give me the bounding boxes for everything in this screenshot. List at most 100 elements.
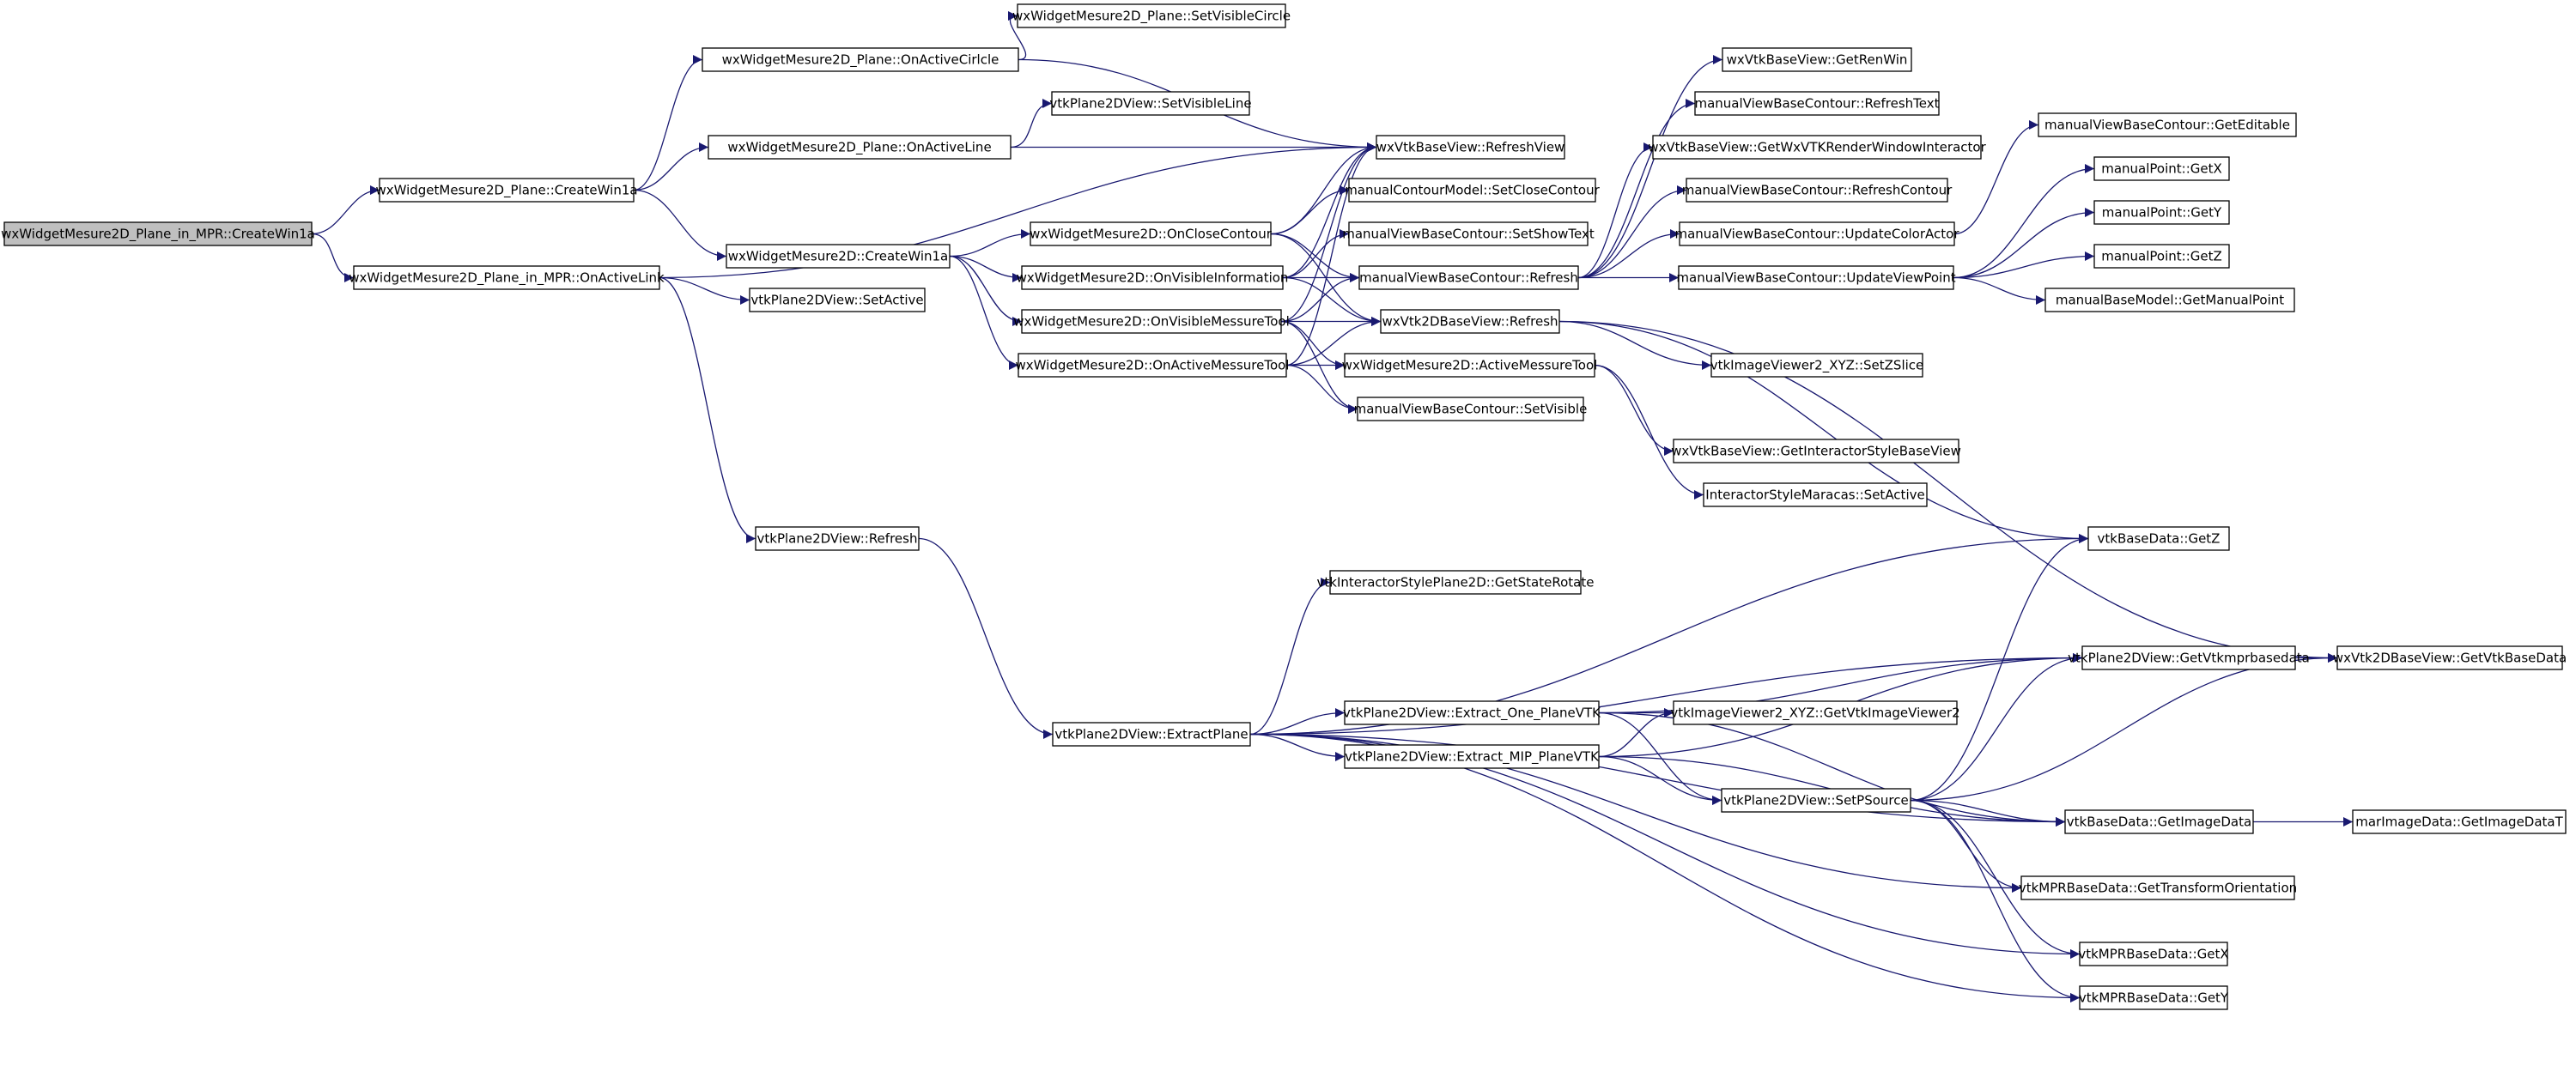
node-interactorstylemaracas-setactive[interactable]: InteractorStyleMaracas::SetActive (1703, 482, 1928, 507)
node-box[interactable] (1021, 309, 1282, 334)
node-vtkplane2dview-setpsource[interactable]: vtkPlane2DView::SetPSource (1721, 788, 1911, 813)
node-box[interactable] (1052, 722, 1251, 747)
node-box[interactable] (2093, 156, 2230, 181)
node-vtkplane2dview-setvisibleline[interactable]: vtkPlane2DView::SetVisibleLine (1049, 91, 1252, 116)
node-box[interactable] (1380, 309, 1560, 334)
node-box[interactable] (1722, 47, 1912, 72)
node-wxwidgetmesure2d-plane-in-mpr-createwin1a[interactable]: wxWidgetMesure2D_Plane_in_MPR::CreateWin… (1, 221, 315, 246)
node-manualviewbasecontour-refreshcontour[interactable]: manualViewBaseContour::RefreshContour (1682, 178, 1953, 203)
node-wxwidgetmesure2d-plane-onactivecirlcle[interactable]: wxWidgetMesure2D_Plane::OnActiveCirlcle (702, 47, 1019, 72)
node-manualviewbasecontour-setshowtext[interactable]: manualViewBaseContour::SetShowText (1342, 221, 1595, 246)
node-wxwidgetmesure2d-createwin1a[interactable]: wxWidgetMesure2D::CreateWin1a (726, 244, 951, 269)
node-vtkbasedata-getimagedata[interactable]: vtkBaseData::GetImageData (2064, 809, 2254, 834)
node-manualviewbasecontour-refresh[interactable]: manualViewBaseContour::Refresh (1358, 265, 1579, 290)
node-box[interactable] (1021, 265, 1284, 290)
node-box[interactable] (1357, 397, 1584, 421)
node-box[interactable] (755, 526, 920, 551)
node-box[interactable] (1686, 178, 1948, 203)
node-vtkmprbasedata-getx[interactable]: vtkMPRBaseData::GetX (2078, 942, 2229, 966)
node-box[interactable] (1376, 135, 1565, 160)
node-box[interactable] (1652, 135, 1982, 160)
node-box[interactable] (1017, 3, 1286, 28)
node-box[interactable] (1673, 439, 1959, 463)
node-box[interactable] (702, 47, 1019, 72)
node-box[interactable] (1710, 353, 1923, 378)
node-box[interactable] (1344, 700, 1600, 725)
node-box[interactable] (1358, 265, 1579, 290)
node-manualviewbasecontour-updatecoloractor[interactable]: manualViewBaseContour::UpdateColorActor (1675, 221, 1960, 246)
node-box[interactable] (2336, 645, 2563, 670)
node-wxvtkbaseview-getwxvtkrenderwindowinteractor[interactable]: wxVtkBaseView::GetWxVTKRenderWindowInter… (1648, 135, 1987, 160)
node-wxvtk2dbaseview-getvtkbasedata[interactable]: wxVtk2DBaseView::GetVtkBaseData (2333, 645, 2567, 670)
node-box[interactable] (2081, 645, 2296, 670)
node-box[interactable] (1018, 353, 1287, 378)
node-wxwidgetmesure2d-activemessuretool[interactable]: wxWidgetMesure2D::ActiveMessureTool (1342, 353, 1598, 378)
node-vtkimageviewer2-xyz-setzslice[interactable]: vtkImageViewer2_XYZ::SetZSlice (1710, 353, 1924, 378)
node-vtkplane2dview-extract-mip-planevtk[interactable]: vtkPlane2DView::Extract_MIP_PlaneVTK (1344, 744, 1600, 769)
node-box[interactable] (749, 288, 926, 312)
node-wxwidgetmesure2d-onclosecontour[interactable]: wxWidgetMesure2D::OnCloseContour (1030, 221, 1273, 246)
node-box[interactable] (1673, 700, 1958, 725)
node-vtkbasedata-getz[interactable]: vtkBaseData::GetZ (2087, 526, 2230, 551)
node-manualcontourmodel-setclosecontour[interactable]: manualContourModel::SetCloseContour (1345, 178, 1601, 203)
node-vtkplane2dview-refresh[interactable]: vtkPlane2DView::Refresh (755, 526, 920, 551)
node-vtkimageviewer2-xyz-getvtkimageviewer2[interactable]: vtkImageViewer2_XYZ::GetVtkImageViewer2 (1670, 700, 1960, 725)
node-box[interactable] (1679, 221, 1955, 246)
node-box[interactable] (2020, 875, 2295, 900)
node-box[interactable] (2087, 526, 2230, 551)
node-vtkplane2dview-setactive[interactable]: vtkPlane2DView::SetActive (749, 288, 926, 312)
node-vtkmprbasedata-gety[interactable]: vtkMPRBaseData::GetY (2079, 985, 2229, 1010)
node-manualviewbasecontour-refreshtext[interactable]: manualViewBaseContour::RefreshText (1694, 91, 1940, 116)
node-wxwidgetmesure2d-plane-setvisiblecircle[interactable]: wxWidgetMesure2D_Plane::SetVisibleCircle (1012, 3, 1291, 28)
node-vtkinteractorstyleplane2d-getstaterotate[interactable]: vtkInteractorStylePlane2D::GetStateRotat… (1317, 570, 1595, 595)
node-vtkmprbasedata-gettransformorientation[interactable]: vtkMPRBaseData::GetTransformOrientation (2019, 875, 2297, 900)
node-box[interactable] (2044, 288, 2295, 312)
node-box[interactable] (1344, 353, 1595, 378)
node-wxwidgetmesure2d-onactivemessuretool[interactable]: wxWidgetMesure2D::OnActiveMessureTool (1016, 353, 1290, 378)
node-box[interactable] (1348, 178, 1596, 203)
node-wxvtkbaseview-getinteractorstylebaseview[interactable]: wxVtkBaseView::GetInteractorStyleBaseVie… (1671, 439, 1961, 463)
node-box[interactable] (2064, 809, 2254, 834)
node-manualpoint-getz[interactable]: manualPoint::GetZ (2093, 244, 2230, 269)
node-wxwidgetmesure2d-onvisiblemessuretool[interactable]: wxWidgetMesure2D::OnVisibleMessureTool (1013, 309, 1290, 334)
node-box[interactable] (353, 265, 660, 290)
node-box[interactable] (1348, 221, 1589, 246)
node-manualviewbasecontour-updateviewpoint[interactable]: manualViewBaseContour::UpdateViewPoint (1676, 265, 1956, 290)
node-manualpoint-getx[interactable]: manualPoint::GetX (2093, 156, 2230, 181)
node-box[interactable] (379, 178, 635, 203)
node-wxwidgetmesure2d-plane-in-mpr-onactivelink[interactable]: wxWidgetMesure2D_Plane_in_MPR::OnActiveL… (349, 265, 665, 290)
node-box[interactable] (1051, 91, 1250, 116)
node-wxwidgetmesure2d-onvisibleinformation[interactable]: wxWidgetMesure2D::OnVisibleInformation (1017, 265, 1289, 290)
node-box[interactable] (1329, 570, 1582, 595)
node-box[interactable] (2093, 244, 2230, 269)
node-manualpoint-gety[interactable]: manualPoint::GetY (2093, 200, 2230, 225)
node-box[interactable] (1694, 91, 1940, 116)
node-box[interactable] (2093, 200, 2230, 225)
node-wxwidgetmesure2d-plane-createwin1a[interactable]: wxWidgetMesure2D_Plane::CreateWin1a (375, 178, 638, 203)
node-vtkplane2dview-extractplane[interactable]: vtkPlane2DView::ExtractPlane (1052, 722, 1251, 747)
node-box[interactable] (2352, 809, 2567, 834)
node-box[interactable] (2079, 985, 2228, 1010)
node-label: wxVtkBaseView::RefreshView (1376, 140, 1565, 155)
node-box[interactable] (1030, 221, 1272, 246)
node-vtkplane2dview-getvtkmprbasedata[interactable]: vtkPlane2DView::GetVtkmprbasedata (2068, 645, 2310, 670)
node-wxvtkbaseview-getrenwin[interactable]: wxVtkBaseView::GetRenWin (1722, 47, 1912, 72)
node-manualviewbasecontour-setvisible[interactable]: manualViewBaseContour::SetVisible (1354, 397, 1588, 421)
node-box[interactable] (1703, 482, 1928, 507)
node-box[interactable] (3, 221, 313, 246)
node-wxvtk2dbaseview-refresh[interactable]: wxVtk2DBaseView::Refresh (1380, 309, 1560, 334)
node-box[interactable] (2038, 112, 2297, 137)
node-manualviewbasecontour-geteditable[interactable]: manualViewBaseContour::GetEditable (2038, 112, 2297, 137)
node-wxwidgetmesure2d-plane-onactiveline[interactable]: wxWidgetMesure2D_Plane::OnActiveLine (708, 135, 1012, 160)
node-box[interactable] (1678, 265, 1954, 290)
node-marimagedata-getimagedatat[interactable]: marImageData::GetImageDataT (2352, 809, 2567, 834)
node-box[interactable] (708, 135, 1012, 160)
node-box[interactable] (2079, 942, 2228, 966)
node-wxvtkbaseview-refreshview[interactable]: wxVtkBaseView::RefreshView (1376, 135, 1565, 160)
node-manualbasemodel-getmanualpoint[interactable]: manualBaseModel::GetManualPoint (2044, 288, 2295, 312)
node-box[interactable] (1344, 744, 1600, 769)
node-box[interactable] (1721, 788, 1911, 813)
node-vtkplane2dview-extract-one-planevtk[interactable]: vtkPlane2DView::Extract_One_PlaneVTK (1343, 700, 1601, 725)
node-box[interactable] (726, 244, 951, 269)
